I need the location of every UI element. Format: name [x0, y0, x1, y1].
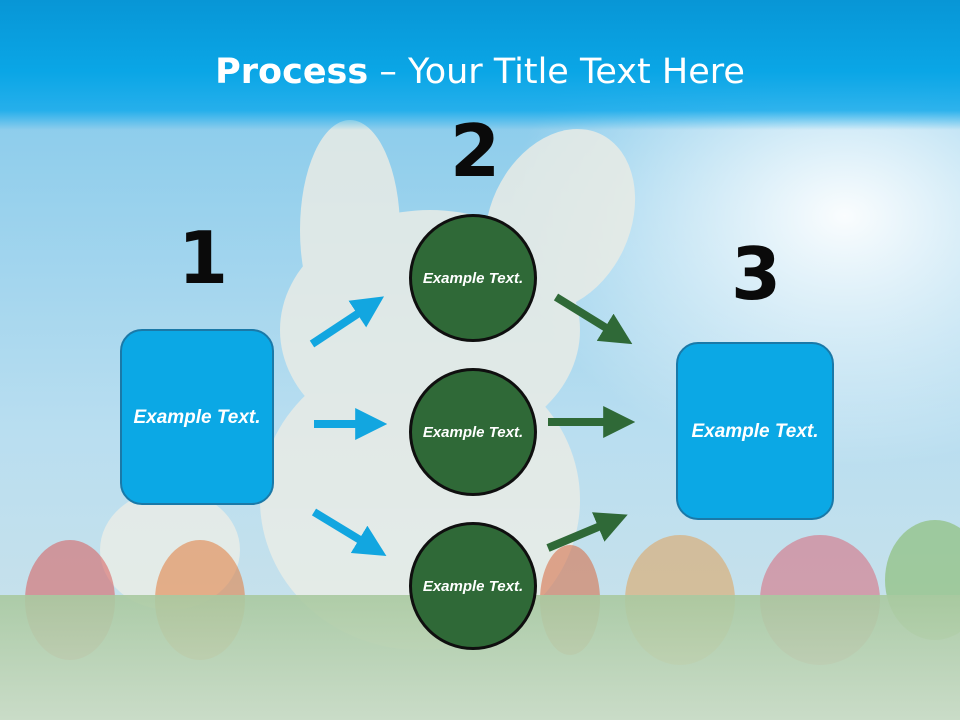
step-1-text: Example Text. [133, 406, 261, 428]
arrow-box1-to-circle-bottom [311, 508, 387, 556]
step-2-circle-bottom: Example Text. [409, 522, 537, 650]
slide-title: Process – Your Title Text Here [0, 52, 960, 92]
step-2-circle-top-text: Example Text. [422, 269, 524, 287]
title-rest: Your Title Text Here [407, 52, 745, 92]
step-2-circle-middle: Example Text. [409, 368, 537, 496]
step-number-3: 3 [731, 232, 782, 316]
step-2-circle-bottom-text: Example Text. [422, 577, 524, 595]
step-2-circle-top: Example Text. [409, 214, 537, 342]
arrow-circle-bottom-to-box3 [546, 512, 628, 552]
step-2-circle-middle-text: Example Text. [422, 423, 524, 441]
title-bold: Process [215, 52, 369, 92]
step-3-text: Example Text. [691, 420, 819, 442]
arrow-circle-top-to-box3 [553, 293, 633, 345]
title-bar [0, 0, 960, 130]
step-number-1: 1 [178, 216, 229, 300]
arrow-box1-to-circle-top [309, 296, 385, 348]
title-dash: – [368, 52, 408, 92]
step-1-box: Example Text. [120, 329, 274, 505]
step-3-box: Example Text. [676, 342, 834, 520]
step-number-2: 2 [450, 109, 501, 193]
